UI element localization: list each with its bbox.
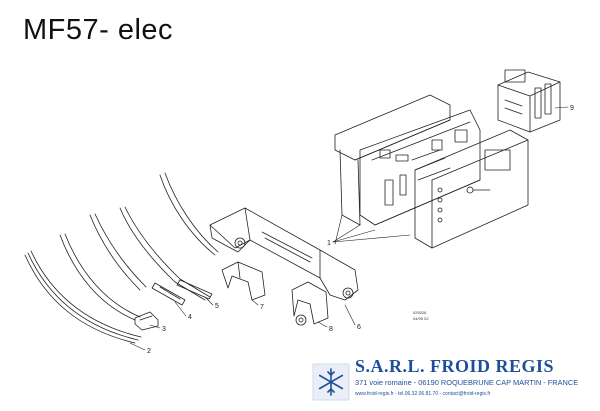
electronic-board-assembly (334, 94, 529, 249)
callout-7: 7 (260, 304, 264, 311)
callout-3: 3 (162, 326, 166, 333)
clip-part-8 (291, 281, 329, 326)
callout-5: 5 (215, 303, 219, 310)
callout-4: 4 (188, 314, 192, 321)
snowflake-logo-icon (312, 363, 350, 401)
cable-bundle (24, 172, 219, 344)
company-contact: www.froid-regis.fr - tel.06.32.06.81.70 … (355, 391, 491, 397)
cable-connector (134, 311, 159, 331)
callout-1: 1 (327, 240, 331, 247)
company-address: 371 voie romaine - 06190 ROQUEBRUNE CAP … (355, 378, 579, 387)
page-title: MF57- elec (23, 14, 174, 46)
callout-8: 8 (329, 326, 333, 333)
contactor-relay (497, 69, 561, 133)
drawing-reference-date: 04/95 02 (413, 316, 429, 321)
callout-2: 2 (147, 348, 151, 355)
clip-part (221, 261, 266, 301)
probe-sensor (151, 282, 186, 306)
company-name: S.A.R.L. FROID REGIS (355, 356, 555, 376)
callout-leaders (129, 106, 569, 351)
drawing-reference-code: 029326 (413, 310, 427, 315)
callout-6: 6 (357, 324, 361, 331)
callout-9: 9 (570, 105, 574, 112)
mounting-bracket (209, 207, 359, 301)
probe-sensor-5 (176, 279, 213, 300)
